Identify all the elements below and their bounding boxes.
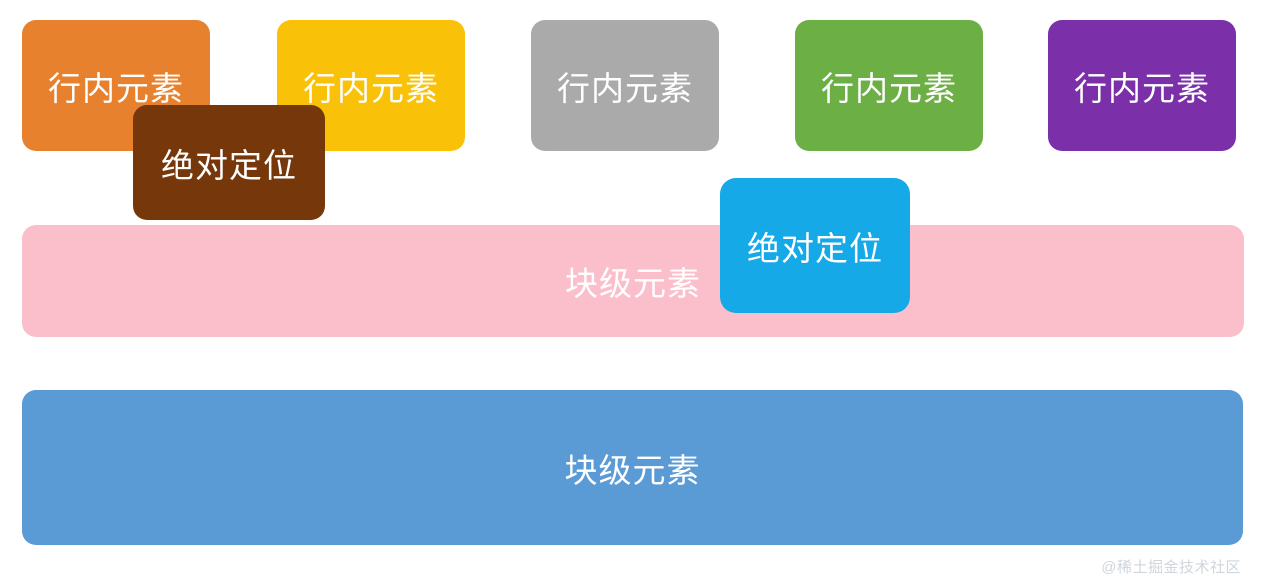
inline-element-gray-label: 行内元素 xyxy=(557,69,693,107)
absolute-box-brown-label: 绝对定位 xyxy=(161,146,297,184)
absolute-box-brown: 绝对定位 xyxy=(133,105,325,220)
inline-element-yellow-label: 行内元素 xyxy=(303,69,439,107)
inline-element-green: 行内元素 xyxy=(795,20,983,151)
block-element-pink: 块级元素 xyxy=(22,225,1244,337)
block-element-blue: 块级元素 xyxy=(22,390,1243,545)
absolute-box-cyan-label: 绝对定位 xyxy=(747,229,883,267)
inline-element-purple-label: 行内元素 xyxy=(1074,69,1210,107)
inline-element-purple: 行内元素 xyxy=(1048,20,1236,151)
inline-element-orange-label: 行内元素 xyxy=(48,69,184,107)
inline-element-gray: 行内元素 xyxy=(531,20,719,151)
block-element-pink-label: 块级元素 xyxy=(565,265,701,302)
watermark: @稀土掘金技术社区 xyxy=(1101,559,1241,576)
inline-element-green-label: 行内元素 xyxy=(821,69,957,107)
block-element-blue-label: 块级元素 xyxy=(564,451,701,489)
inline-element-orange: 行内元素 xyxy=(22,20,210,151)
absolute-box-cyan: 绝对定位 xyxy=(720,178,910,313)
